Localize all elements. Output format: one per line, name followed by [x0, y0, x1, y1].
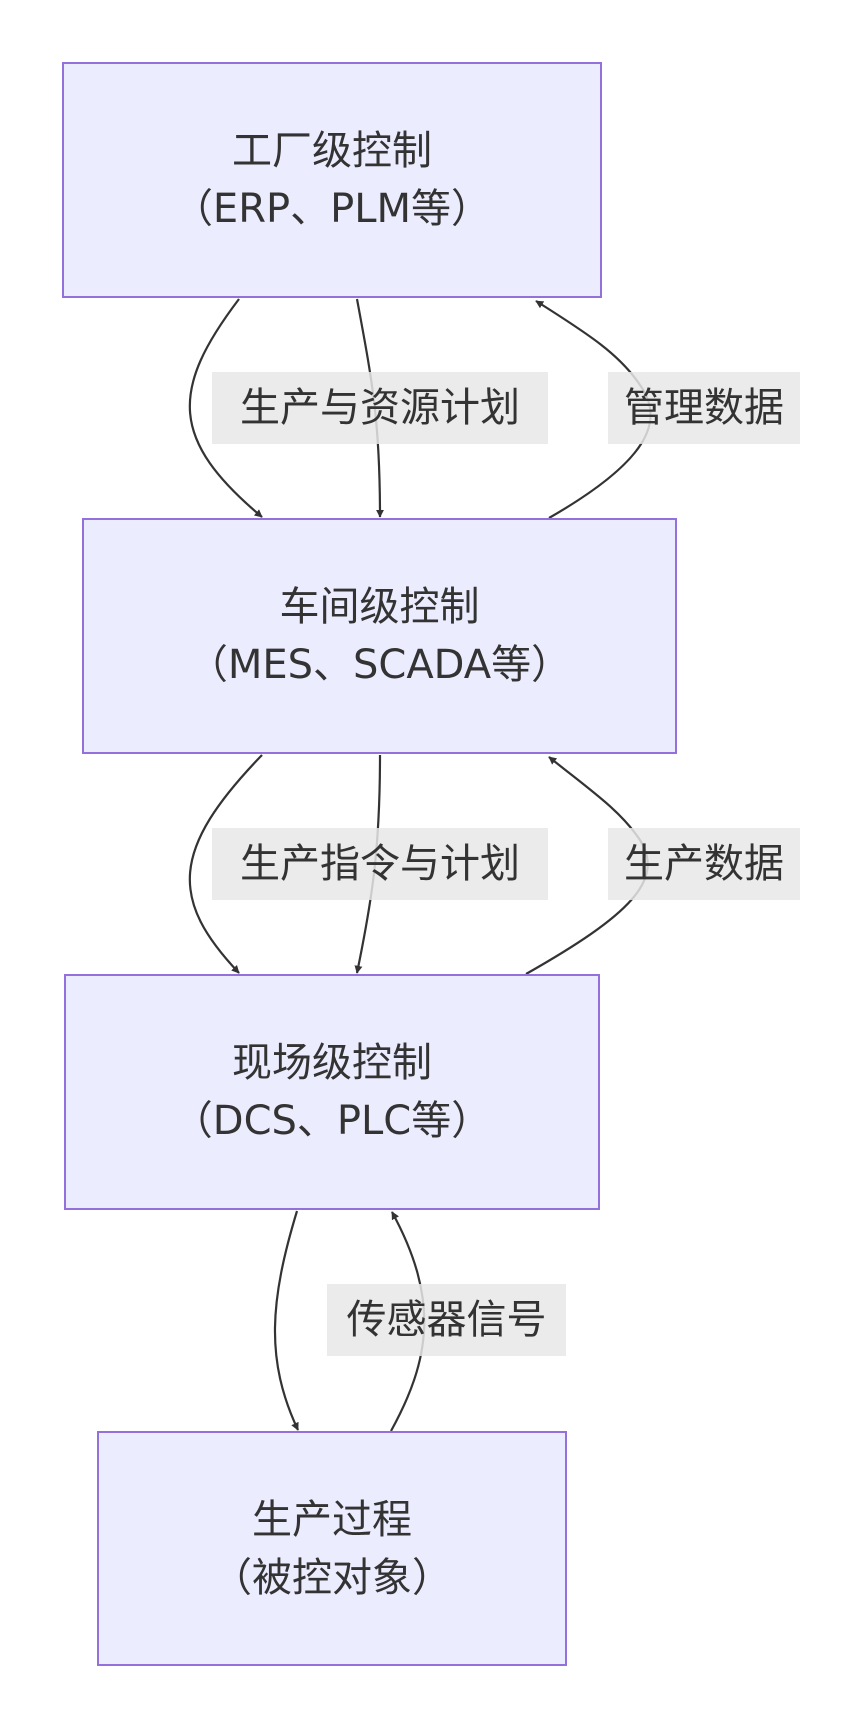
edge-label-production-data: 生产数据 [608, 828, 800, 900]
node-workshop-control[interactable]: 车间级控制 （MES、SCADA等） [82, 518, 677, 754]
node-subtitle: （ERP、PLM等） [172, 186, 492, 232]
node-title: 生产过程 [252, 1496, 412, 1543]
node-production-process[interactable]: 生产过程 （被控对象） [97, 1431, 567, 1666]
edge-field-to-process [273, 1210, 299, 1431]
edge-workshop-to-field-instructions [188, 754, 263, 974]
node-subtitle: （被控对象） [212, 1554, 452, 1601]
node-factory-control[interactable]: 工厂级控制 （ERP、PLM等） [62, 62, 602, 298]
edge-label-resource-plan: 生产与资源计划 [212, 372, 548, 444]
edge-label-production-instructions: 生产指令与计划 [212, 828, 548, 900]
edge-label-sensor-signal: 传感器信号 [327, 1284, 566, 1356]
node-subtitle: （DCS、PLC等） [172, 1098, 492, 1144]
node-title: 工厂级控制 [232, 128, 432, 174]
node-field-control[interactable]: 现场级控制 （DCS、PLC等） [64, 974, 600, 1210]
node-title: 现场级控制 [232, 1040, 432, 1086]
node-subtitle: （MES、SCADA等） [187, 642, 572, 688]
edge-label-management-data: 管理数据 [608, 372, 800, 444]
edge-factory-to-workshop-plan [188, 298, 263, 518]
node-title: 车间级控制 [279, 584, 480, 630]
